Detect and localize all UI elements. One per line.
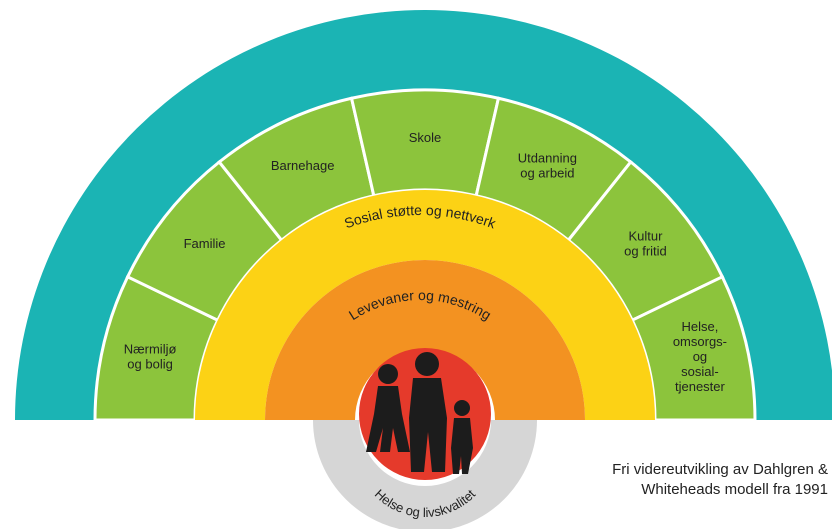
- sector-label-line: Nærmiljø: [124, 342, 177, 357]
- lifestyle-ring: [265, 260, 585, 420]
- sector-label-line: og fritid: [624, 244, 667, 259]
- sector-label-line: Helse,: [682, 319, 719, 334]
- sector-label: Barnehage: [271, 158, 335, 173]
- caption-line-2: Whiteheads modell fra 1991: [641, 481, 828, 498]
- family-silhouette-icon: [366, 352, 473, 474]
- health-base-ring: [313, 420, 537, 529]
- sector-label-line: Barnehage: [271, 158, 335, 173]
- social-support-ring: [195, 190, 655, 420]
- model-caption: Fri videreutvikling av Dahlgren & Whiteh…: [612, 460, 828, 500]
- sector-label-line: sosial-: [681, 364, 719, 379]
- sector-label-line: omsorgs-: [673, 334, 727, 349]
- sector-label-line: Familie: [184, 236, 226, 251]
- sector-label-line: Utdanning: [518, 150, 577, 165]
- sector-label-line: og bolig: [127, 357, 173, 372]
- caption-line-1: Fri videreutvikling av Dahlgren &: [612, 461, 828, 478]
- sector-label: Skole: [409, 130, 442, 145]
- sector-label-line: Skole: [409, 130, 442, 145]
- outer-ring: [15, 10, 832, 420]
- sector-label-line: tjenester: [675, 379, 726, 394]
- sector-label-line: og: [693, 349, 707, 364]
- sector-label: Familie: [184, 236, 226, 251]
- sector-label-line: Kultur: [628, 229, 663, 244]
- sector-label-line: og arbeid: [520, 165, 574, 180]
